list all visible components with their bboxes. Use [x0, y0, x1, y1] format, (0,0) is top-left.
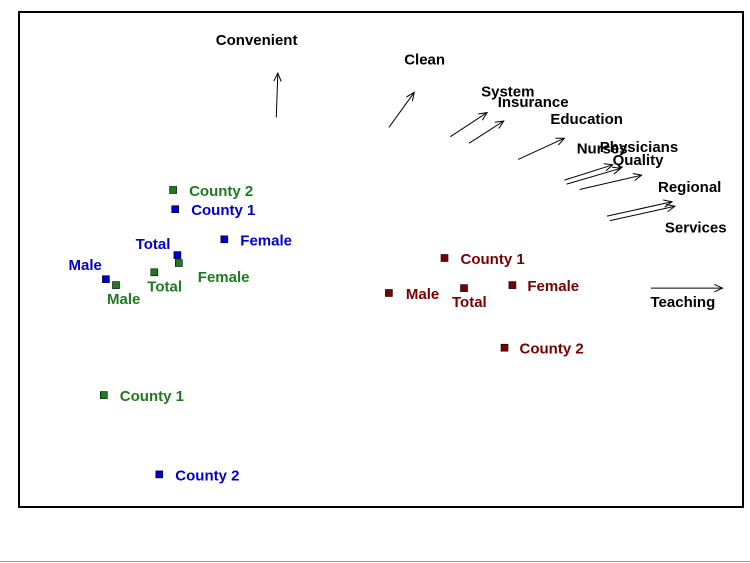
point-label: County 2 [520, 341, 584, 358]
vector-arrow [566, 167, 621, 185]
vector-label: Nurses [577, 140, 628, 157]
data-point [169, 186, 177, 194]
point-label: Total [452, 294, 487, 311]
vector-label: Convenient [216, 32, 298, 49]
data-point [150, 268, 159, 277]
arrow-head [406, 91, 415, 102]
plot-frame [18, 11, 744, 508]
data-point [173, 251, 182, 259]
point-label: Male [406, 286, 439, 303]
bottom-rule [0, 561, 750, 562]
arrow-head [665, 203, 677, 213]
data-point [460, 284, 468, 292]
vector-label: Teaching [651, 294, 716, 311]
arrow-head [494, 120, 505, 129]
vector-arrow [579, 174, 642, 190]
point-label: Female [240, 232, 292, 249]
point-label: Male [69, 257, 102, 274]
data-point [102, 275, 110, 284]
vector-label: Regional [658, 179, 721, 196]
vector-arrow [517, 137, 565, 160]
point-label: County 2 [189, 183, 253, 200]
vector-arrow [564, 164, 613, 181]
vector-label: Physicians [600, 139, 678, 156]
vector-label: Clean [404, 51, 445, 68]
arrow-head [611, 166, 622, 175]
point-label: Total [136, 236, 171, 253]
arrow-head [632, 173, 643, 181]
data-point [112, 281, 120, 289]
vector-arrow [609, 205, 676, 222]
data-point [385, 289, 393, 297]
data-point [100, 391, 108, 399]
arrow-head [273, 71, 282, 82]
arrow-head [555, 137, 566, 146]
arrow-head [478, 111, 489, 121]
point-label: Female [527, 278, 579, 295]
point-label: County 1 [461, 251, 525, 268]
vector-arrow [275, 73, 279, 118]
vector-label: Quality [613, 152, 665, 169]
point-label: Male [107, 291, 140, 308]
vector-arrow [606, 201, 673, 217]
data-point [155, 470, 164, 479]
data-point [175, 259, 183, 267]
arrow-head [663, 199, 674, 208]
data-point [171, 205, 179, 213]
point-label: County 1 [120, 388, 184, 405]
vector-arrow [468, 120, 504, 144]
data-point [440, 254, 449, 262]
arrow-head [714, 283, 724, 293]
point-label: Female [198, 269, 250, 286]
vector-label: System [481, 84, 534, 101]
vector-label: Insurance [498, 94, 569, 111]
vector-label: Education [550, 111, 623, 128]
vector-label: Services [665, 219, 727, 236]
arrow-head [603, 163, 614, 172]
vector-arrow [388, 92, 415, 128]
data-point [220, 235, 229, 244]
data-point [508, 281, 517, 289]
point-label: Total [147, 278, 182, 295]
vector-arrow [450, 112, 488, 138]
data-point [500, 343, 509, 352]
point-label: County 1 [191, 202, 255, 219]
point-label: County 2 [175, 467, 239, 484]
